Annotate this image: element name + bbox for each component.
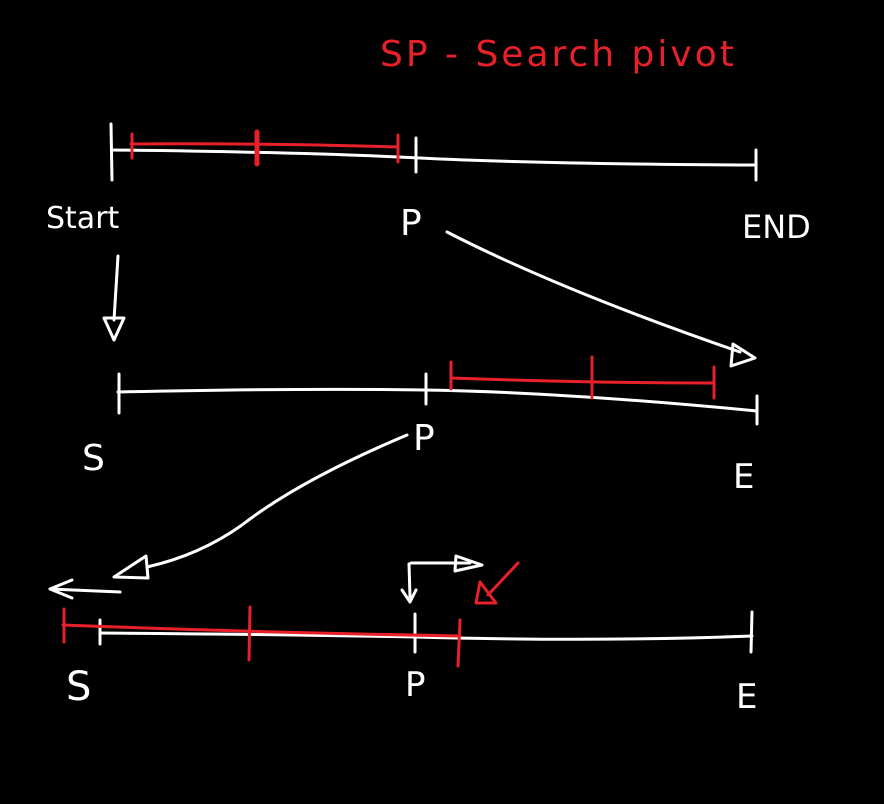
row-1 xyxy=(109,122,758,182)
row-3-search-window-mid xyxy=(247,605,252,662)
row-1-end-label: END xyxy=(742,208,811,246)
row-1-start-tick xyxy=(109,122,114,182)
arrow-pivot-to-end xyxy=(445,230,757,368)
row-3-pivot-label: P xyxy=(405,665,426,705)
arrow-shift-right xyxy=(400,554,484,604)
legend-text: SP - Search pivot xyxy=(380,34,737,75)
row-3-start-label: S xyxy=(66,664,91,710)
row-1-start-label: Start xyxy=(46,201,120,236)
row-2-start-label: S xyxy=(82,438,105,479)
row-2-pivot-label: P xyxy=(413,418,435,459)
row-3-end-tick xyxy=(749,610,754,654)
row-3 xyxy=(61,605,754,668)
arrow-pivot-to-start xyxy=(112,433,409,580)
row-1-search-window xyxy=(129,142,400,149)
row-2-range-line xyxy=(116,387,759,413)
row-3-end-label: E xyxy=(736,677,757,717)
row-2-end-label: E xyxy=(733,457,754,497)
arrow-shift-left xyxy=(48,578,122,600)
row-2 xyxy=(116,355,759,426)
row-1-pivot-label: P xyxy=(400,203,422,244)
red-pointer-arrow xyxy=(474,561,520,605)
row-3-search-window-right xyxy=(456,618,462,668)
row-1-range-line xyxy=(110,148,758,167)
arrow-start-down xyxy=(102,254,126,342)
row-2-search-window xyxy=(449,376,716,385)
